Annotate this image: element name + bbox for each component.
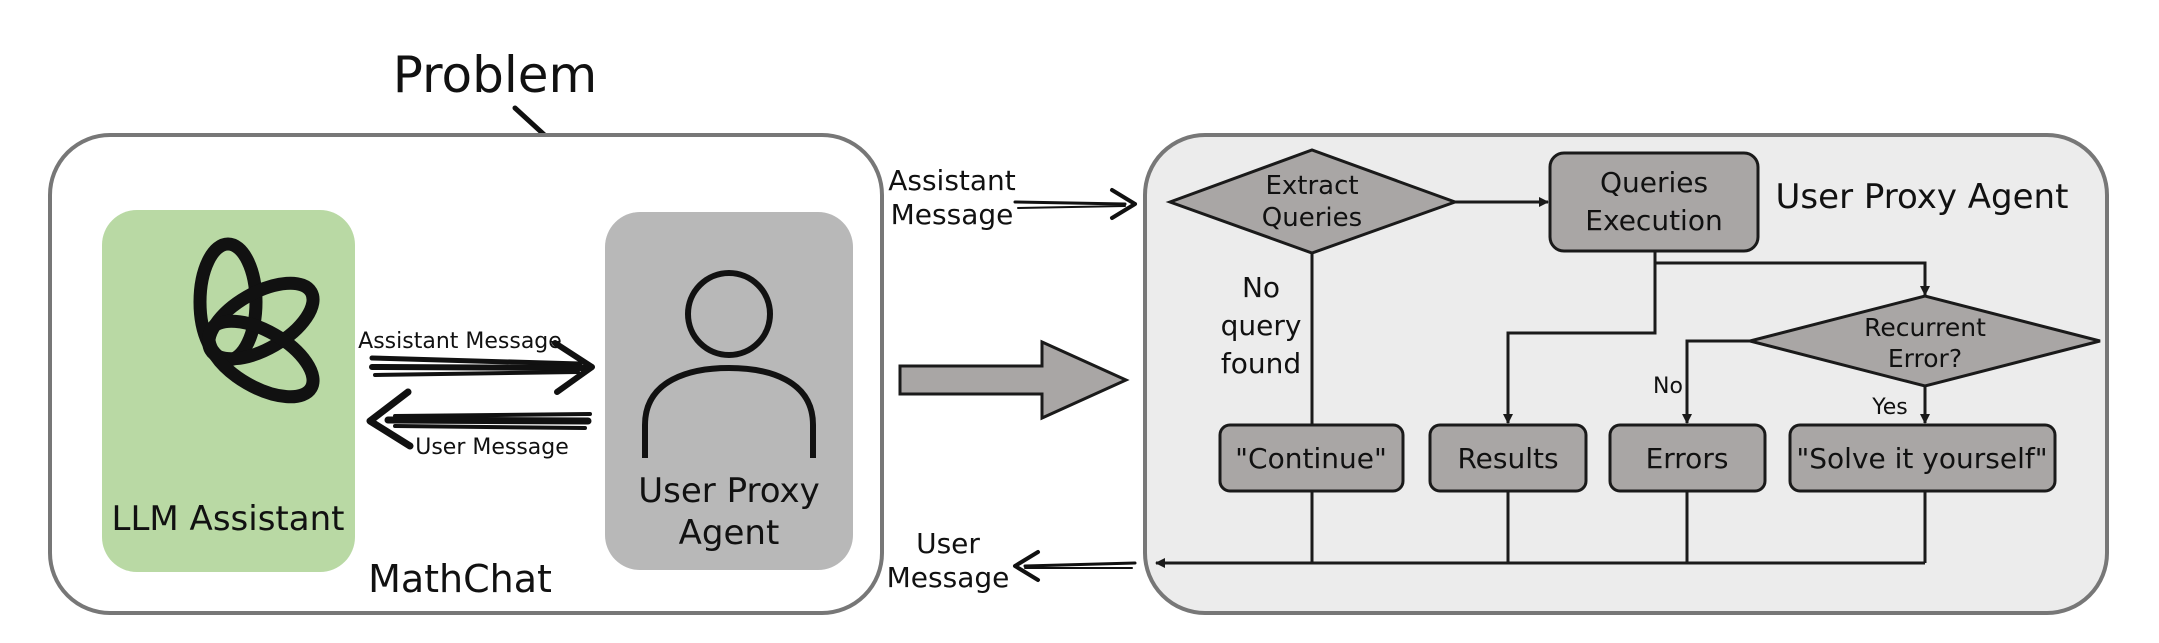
user-proxy-label-1: User Proxy bbox=[638, 471, 819, 511]
proxy-to-assistant-arrow bbox=[366, 388, 592, 450]
user-avatar-icon bbox=[642, 270, 816, 458]
extract-queries-diamond bbox=[1165, 148, 1460, 255]
assistant-to-proxy-arrow bbox=[369, 340, 595, 395]
llm-assistant-box bbox=[102, 210, 355, 572]
openai-logo-icon bbox=[193, 237, 320, 404]
queries-execution-box bbox=[1548, 151, 1760, 253]
recurrent-error-label-1: Recurrent bbox=[1864, 313, 1986, 342]
mathchat-label: MathChat bbox=[368, 557, 552, 601]
recurrent-error-label-2: Error? bbox=[1888, 344, 1962, 373]
extract-queries-label-1: Extract bbox=[1265, 171, 1358, 201]
no-query-found-label-1: No bbox=[1242, 271, 1280, 304]
user-message-out-arrow bbox=[1013, 550, 1137, 582]
no-query-found-label-3: found bbox=[1221, 347, 1301, 380]
no-query-found-label-2: query bbox=[1221, 309, 1302, 342]
flow-connectors bbox=[1155, 197, 1930, 568]
no-branch-label: No bbox=[1653, 374, 1683, 399]
llm-assistant-label: LLM Assistant bbox=[112, 499, 345, 539]
continue-box bbox=[1218, 423, 1405, 493]
user-proxy-agent-panel bbox=[1143, 133, 2109, 615]
user-proxy-label-2: Agent bbox=[679, 513, 780, 553]
assistant-message-in-arrow bbox=[1013, 188, 1137, 220]
user-proxy-box bbox=[605, 212, 853, 570]
user-message-out-label-1: User bbox=[916, 527, 980, 560]
user-message-small-label: User Message bbox=[415, 435, 569, 460]
errors-label: Errors bbox=[1646, 442, 1729, 475]
queries-execution-label-1: Queries bbox=[1600, 166, 1708, 199]
continue-label: "Continue" bbox=[1235, 442, 1387, 475]
assistant-message-in-label-2: Message bbox=[891, 198, 1014, 231]
problem-title: Problem bbox=[393, 46, 597, 104]
solve-it-yourself-label: "Solve it yourself" bbox=[1796, 442, 2047, 475]
recurrent-error-diamond bbox=[1749, 294, 2101, 388]
extract-queries-label-2: Queries bbox=[1262, 203, 1362, 233]
assistant-message-in-label-1: Assistant bbox=[888, 164, 1016, 197]
errors-box bbox=[1608, 423, 1767, 493]
results-box bbox=[1428, 423, 1588, 493]
assistant-message-small-label: Assistant Message bbox=[358, 329, 562, 354]
yes-branch-label: Yes bbox=[1871, 395, 1908, 420]
results-label: Results bbox=[1457, 442, 1558, 475]
transition-arrow bbox=[898, 339, 1130, 421]
user-message-out-label-2: Message bbox=[887, 561, 1010, 594]
solve-it-yourself-box bbox=[1788, 423, 2057, 493]
queries-execution-label-2: Execution bbox=[1585, 204, 1722, 237]
user-proxy-agent-title: User Proxy Agent bbox=[1776, 177, 2069, 217]
